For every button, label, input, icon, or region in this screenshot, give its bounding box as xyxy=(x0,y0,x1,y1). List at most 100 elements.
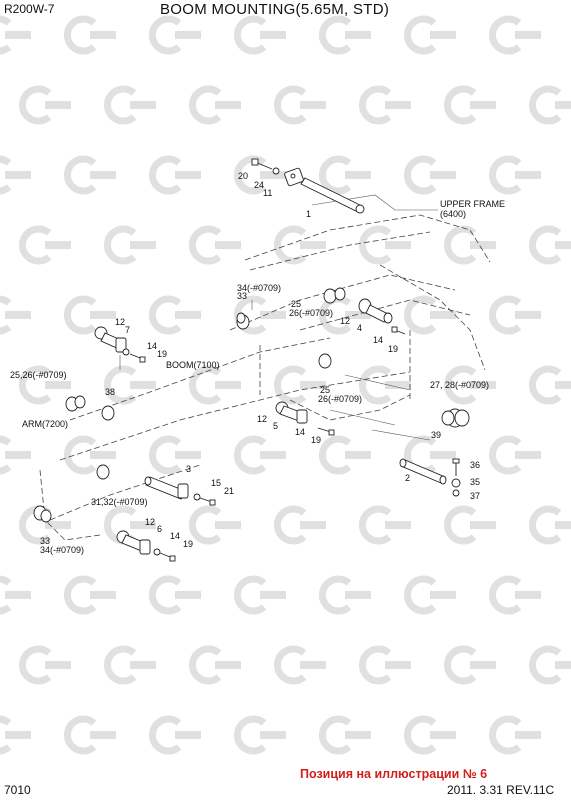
model-code: R200W-7 xyxy=(4,2,55,16)
pin-group-5 xyxy=(275,401,335,436)
callout-12-bottom[interactable]: 12 xyxy=(145,517,156,527)
watermark-logo xyxy=(233,715,286,755)
callout-14-left[interactable]: 14 xyxy=(147,341,158,351)
watermark-logo xyxy=(443,505,496,545)
callout-3[interactable]: 3 xyxy=(186,464,192,474)
callout-34-top[interactable]: 34(-#0709) xyxy=(237,283,282,293)
watermark-logo xyxy=(528,85,571,125)
callout-26-top[interactable]: 26(-#0709) xyxy=(289,308,334,318)
callout-12-mid[interactable]: 12 xyxy=(257,414,268,424)
callout-20[interactable]: 20 xyxy=(238,171,249,181)
pin-part-1 xyxy=(284,167,365,214)
callout-25-mid[interactable]: 25 xyxy=(320,385,331,395)
callout-19-right[interactable]: 19 xyxy=(388,344,399,354)
watermark-logo xyxy=(318,715,371,755)
watermark-logo xyxy=(148,15,201,55)
watermark-logo xyxy=(0,715,31,755)
watermark-logo xyxy=(63,155,116,195)
upper-frame-outline xyxy=(229,214,491,371)
callout-14-right[interactable]: 14 xyxy=(373,335,384,345)
watermark-logo xyxy=(63,575,116,615)
callout-14-bottom[interactable]: 14 xyxy=(170,531,181,541)
callout-27-28[interactable]: 27, 28(-#0709) xyxy=(430,380,490,390)
callout-35[interactable]: 35 xyxy=(470,477,481,487)
callout-19-left[interactable]: 19 xyxy=(157,349,168,359)
watermark-logo xyxy=(233,575,286,615)
callout-19-bottom[interactable]: 19 xyxy=(183,539,194,549)
watermark-logo xyxy=(103,225,156,265)
watermark-logo xyxy=(63,715,116,755)
watermark-logo xyxy=(148,155,201,195)
upper-frame-code: (6400) xyxy=(440,209,467,219)
watermark-logo xyxy=(0,435,31,475)
watermark-logo xyxy=(0,575,31,615)
callout-14-mid[interactable]: 14 xyxy=(295,427,306,437)
callout-34-bottom[interactable]: 34(-#0709) xyxy=(40,545,85,555)
watermark-logo xyxy=(443,85,496,125)
bushings-center xyxy=(318,353,470,428)
callout-25-26-left[interactable]: 25,26(-#0709) xyxy=(10,370,67,380)
watermark-logo xyxy=(18,645,71,685)
pin-group-3 xyxy=(96,464,216,506)
callout-26-mid[interactable]: 26(-#0709) xyxy=(318,394,363,404)
callout-31-32[interactable]: 31,32(-#0709) xyxy=(91,497,148,507)
watermark-logo xyxy=(488,575,541,615)
callout-33-bottom[interactable]: 33 xyxy=(40,536,51,546)
watermark-logo xyxy=(188,85,241,125)
watermark-logo xyxy=(0,295,31,335)
callout-12-left[interactable]: 12 xyxy=(115,317,126,327)
callout-1[interactable]: 1 xyxy=(306,209,312,219)
watermark-logo xyxy=(358,365,411,405)
watermark-logo xyxy=(188,505,241,545)
watermark-logo xyxy=(403,715,456,755)
callout-37[interactable]: 37 xyxy=(470,491,481,501)
callout-21[interactable]: 21 xyxy=(224,486,235,496)
callout-7[interactable]: 7 xyxy=(125,325,131,335)
watermark-logo xyxy=(528,225,571,265)
callout-39[interactable]: 39 xyxy=(431,430,442,440)
arm-label: ARM(7200) xyxy=(22,419,69,429)
callout-33-top[interactable]: 33 xyxy=(237,291,248,301)
watermark-logo xyxy=(233,15,286,55)
boom-outline xyxy=(39,330,411,541)
watermark-logo xyxy=(403,295,456,335)
watermark-logo xyxy=(63,435,116,475)
page-number: 7010 xyxy=(4,783,31,797)
bolt-part-20 xyxy=(251,158,280,175)
watermark-logo xyxy=(318,15,371,55)
watermark-logo xyxy=(273,365,326,405)
callout-15[interactable]: 15 xyxy=(211,478,222,488)
watermark-logo xyxy=(103,85,156,125)
watermark-logo xyxy=(273,85,326,125)
callout-5[interactable]: 5 xyxy=(273,421,279,431)
watermark-logo xyxy=(488,15,541,55)
callout-19-mid[interactable]: 19 xyxy=(311,435,322,445)
bolt-stack-35-37 xyxy=(451,458,461,497)
watermark-logo xyxy=(358,505,411,545)
callout-24[interactable]: 24 xyxy=(254,180,265,190)
watermark-logo xyxy=(318,575,371,615)
callout-12-right[interactable]: 12 xyxy=(340,316,351,326)
callout-6[interactable]: 6 xyxy=(157,524,163,534)
watermark-logo xyxy=(103,645,156,685)
watermark-logo xyxy=(148,295,201,335)
watermark-logo xyxy=(148,715,201,755)
watermark-logo xyxy=(403,575,456,615)
watermark-logo xyxy=(0,15,31,55)
watermark-logo xyxy=(443,365,496,405)
callout-11[interactable]: 11 xyxy=(263,188,273,198)
watermark-logo xyxy=(273,225,326,265)
callout-36[interactable]: 36 xyxy=(470,460,481,470)
callout-25-top[interactable]: 25 xyxy=(291,299,302,309)
revision-date: 2011. 3.31 REV.11C xyxy=(447,783,555,797)
watermark-logo xyxy=(488,715,541,755)
callout-4[interactable]: 4 xyxy=(357,323,363,333)
callout-2[interactable]: 2 xyxy=(405,473,411,483)
watermark-logo xyxy=(403,15,456,55)
watermark-logo xyxy=(0,155,31,195)
callout-38[interactable]: 38 xyxy=(105,387,116,397)
watermark-logo xyxy=(18,365,71,405)
watermark-logo xyxy=(488,435,541,475)
